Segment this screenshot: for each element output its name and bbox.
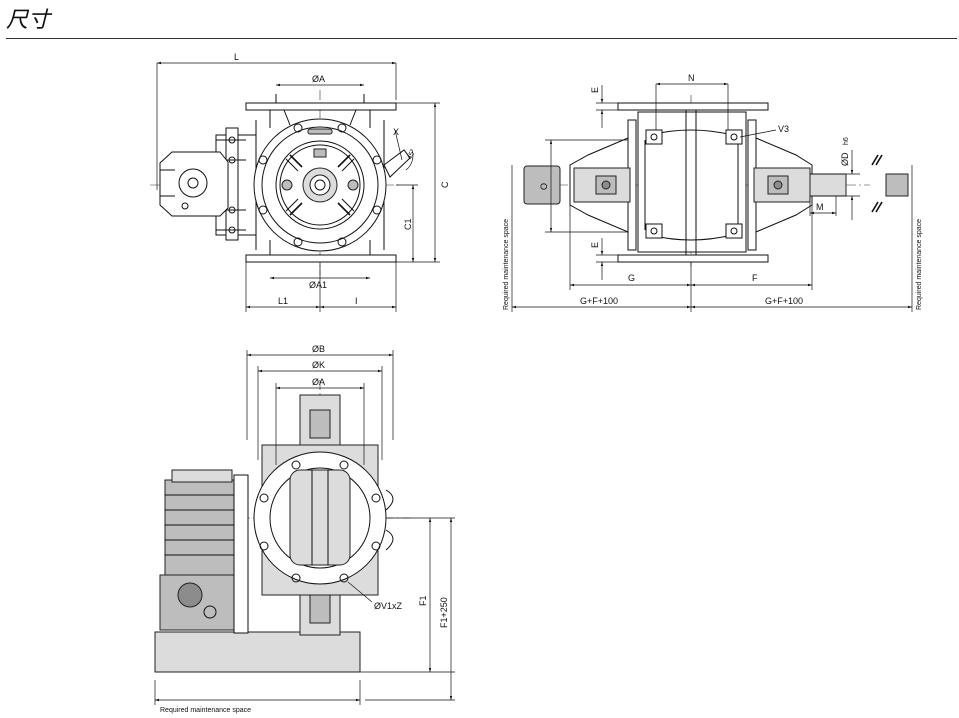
front-motor-housing [159,151,229,217]
bottom-motor [164,479,236,576]
dim-F: F [752,273,758,283]
label-V1xZ: ØV1xZ [374,601,403,611]
maintenance-label-left: Required maintenance space [503,219,510,310]
front-view: L ØA X 45° C C1 ØA1 L1 I [150,52,450,312]
dim-GF-right: G+F+100 [765,296,803,306]
dim-angle: 45° [406,148,418,161]
dim-GF-left: G+F+100 [580,296,618,306]
dim-D: ØD [840,152,850,166]
maintenance-label-right: Required maintenance space [916,219,923,310]
front-top-flange [245,102,397,111]
dim-F1: F1 [418,595,428,606]
dim-I: I [355,296,358,306]
label-X: X [393,127,399,137]
dim-A1: ØA1 [309,280,327,290]
bottom-gearbox [159,574,243,631]
page-title: 尺寸 [6,8,51,33]
dim-M: M [816,202,824,212]
dim-L: L [234,52,239,62]
maintenance-label-bottom: Required maintenance space [160,707,251,714]
dim-E-bottom: E [590,242,600,248]
dim-B: ØB [312,344,325,354]
dim-C1: C1 [403,218,413,230]
dim-F1-250: F1+250 [439,597,449,628]
dim-C: C [440,181,450,188]
side-view: E N V3 ØD h6 O M E G F G+F+100 G+F+100 R… [503,73,923,312]
dim-L1: L1 [278,296,288,306]
front-bottom-flange [245,254,397,263]
side-bottom-flange [617,254,769,263]
side-top-flange [617,102,769,111]
label-V3: V3 [778,124,789,134]
dim-A: ØA [312,74,325,84]
title-divider [6,38,957,39]
dim-A-bottom: ØA [312,377,325,387]
dim-O: O [539,183,549,190]
dim-K: ØK [312,360,325,370]
bottom-maintenance-box [154,631,361,673]
dim-N: N [688,73,695,83]
side-shaft [809,173,847,197]
dim-D-tolerance: h6 [843,137,850,145]
dim-E-top: E [590,87,600,93]
dim-G: G [628,273,635,283]
bottom-view: ØB ØK ØA ØV1xZ F1 F1+250 Required mainte… [154,344,455,714]
